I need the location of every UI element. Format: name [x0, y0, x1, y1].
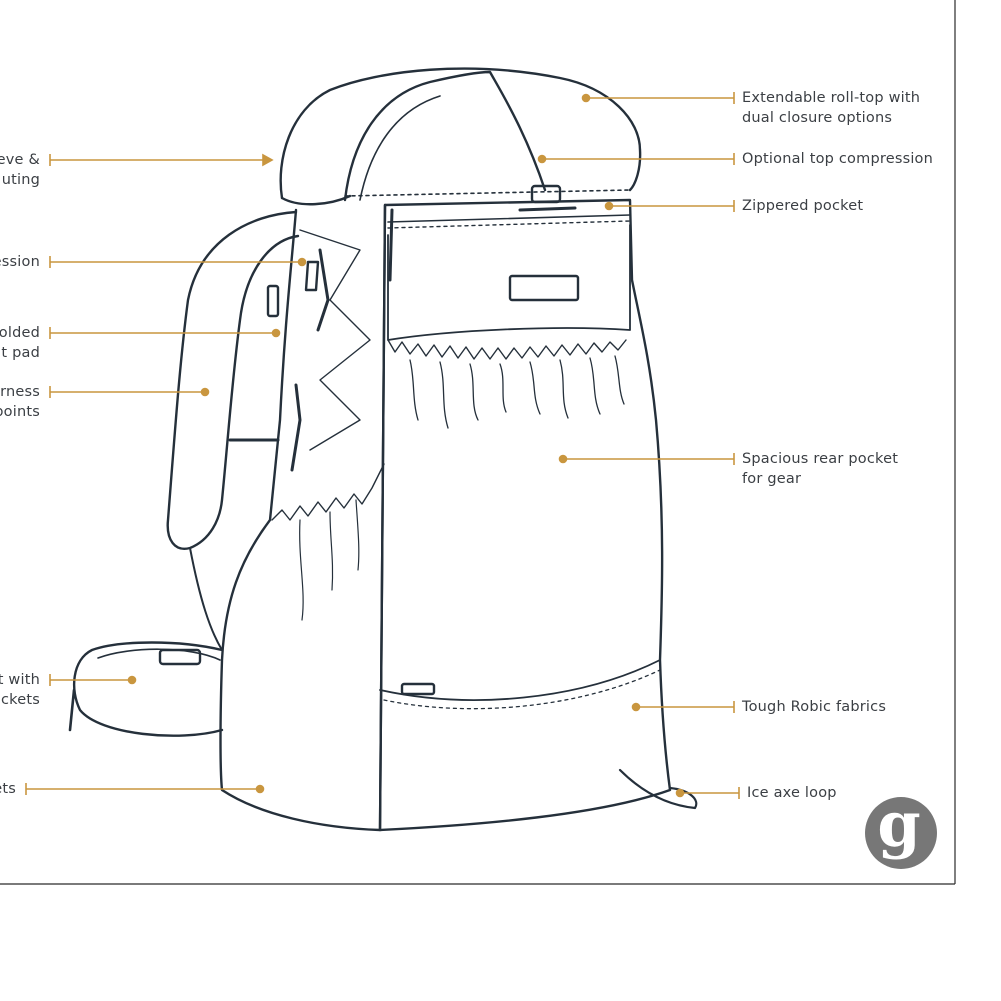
backpack-drawing [68, 67, 698, 832]
hip-pocket-tab [158, 648, 202, 666]
label-zippered-pocket: Zippered pocket [742, 196, 863, 216]
label-rear-pocket: Spacious rear pocket for gear [742, 449, 898, 489]
label-rolltop: Extendable roll-top with dual closure op… [742, 88, 920, 128]
side-panel [219, 203, 387, 832]
front-panel [378, 198, 672, 832]
pocket-fold [469, 363, 479, 421]
logo-glyph: g [877, 788, 920, 861]
pocket-fold [409, 359, 419, 421]
label-line: ession [0, 254, 40, 270]
pocket-fold [614, 355, 625, 405]
mesh-trim [387, 339, 627, 360]
label-compression: ession [0, 252, 40, 272]
label-line: Zippered pocket [742, 198, 864, 214]
side-fold [329, 511, 334, 591]
zipper-line [387, 214, 631, 223]
label-line: points [0, 404, 40, 420]
label-line: Ice axe loop [747, 785, 837, 801]
side-fold [355, 499, 360, 571]
label-line: uting [1, 172, 40, 188]
label-robic: Tough Robic fabrics [742, 697, 886, 717]
leaders-right [537, 92, 740, 799]
pocket-fold [439, 361, 449, 429]
logo-patch [508, 274, 580, 302]
label-line: ets [0, 781, 16, 797]
label-top-compression: Optional top compression [742, 149, 933, 169]
label-line: rness [0, 384, 40, 400]
label-line: dual closure options [742, 110, 893, 126]
top-strap [343, 70, 547, 202]
top-strap-inner [359, 95, 441, 201]
strap-adjuster [266, 284, 280, 318]
side-buckle [304, 260, 320, 292]
label-line: eve & [0, 152, 40, 168]
side-strap [290, 383, 302, 472]
label-line: for gear [742, 471, 802, 487]
hip-belt-strap [68, 688, 76, 732]
hip-pocket-zip [97, 648, 221, 661]
brand-g-logo: g [865, 788, 937, 869]
rolltop-stitch [344, 189, 631, 197]
label-harness: rness points [0, 382, 40, 422]
label-bottom-pockets: ets [0, 779, 16, 799]
label-line: Spacious rear pocket [742, 451, 899, 467]
label-line: t with [0, 672, 40, 688]
rolltop-outline [279, 67, 642, 200]
label-line: Tough Robic fabrics [742, 699, 887, 715]
pocket-fold [529, 361, 541, 415]
leaders-left [25, 153, 307, 795]
pocket-fold [559, 359, 569, 419]
label-line: Extendable roll-top with [742, 90, 921, 106]
label-line: Optional top compression [742, 151, 934, 167]
label-line: t pad [1, 345, 40, 361]
label-folded-pad: olded t pad [0, 323, 40, 363]
lower-strap [189, 547, 223, 651]
side-cord [299, 229, 371, 451]
robic-panel-stitch [383, 669, 661, 710]
bottom-tab [400, 682, 436, 696]
zippered-pocket-panel [387, 224, 631, 341]
top-buckle-strap [518, 206, 577, 212]
label-hipbelt: t with ckets [0, 670, 40, 710]
zipper-pull [388, 208, 394, 282]
pocket-fold [589, 357, 601, 415]
label-line: ckets [0, 692, 40, 708]
zipper-stitch [387, 220, 631, 229]
robic-panel-seam [379, 659, 661, 701]
side-mesh-trim [271, 463, 385, 521]
label-ice-axe: Ice axe loop [747, 783, 837, 803]
label-line: olded [0, 325, 40, 341]
rolltop-left-base [280, 194, 352, 206]
top-buckle [530, 184, 562, 204]
pocket-fold [499, 363, 507, 413]
label-sleeve: eve & uting [0, 150, 40, 190]
side-fold [299, 519, 304, 621]
side-buckle-strap [316, 248, 330, 332]
